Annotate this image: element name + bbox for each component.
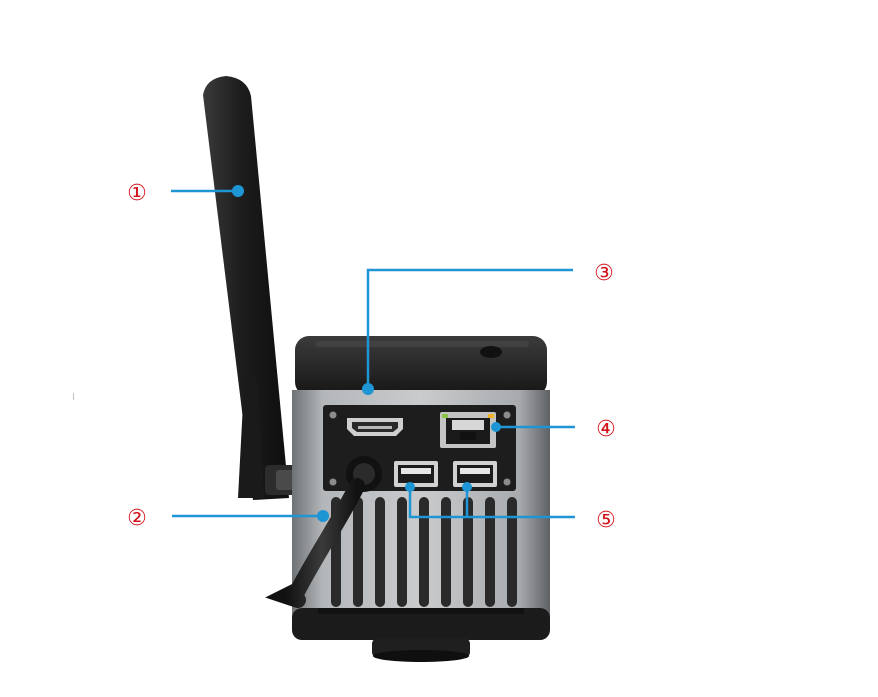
stray-mark: I [72,392,75,403]
callout-label-3: ③ [594,261,614,286]
hdmi-port-icon [347,418,403,436]
antenna [203,76,298,500]
top-button [480,346,502,358]
leader-line-3 [366,268,573,389]
callout-label-2: ② [127,506,147,531]
ethernet-port-icon [440,412,496,448]
power-cable [265,478,365,608]
callout-label-1: ① [127,181,147,206]
usb-port-icon [394,461,497,487]
callout-label-4: ④ [596,417,616,442]
callout-label-5: ⑤ [596,508,616,533]
leader-dots [232,185,501,522]
camera-body [292,336,550,662]
